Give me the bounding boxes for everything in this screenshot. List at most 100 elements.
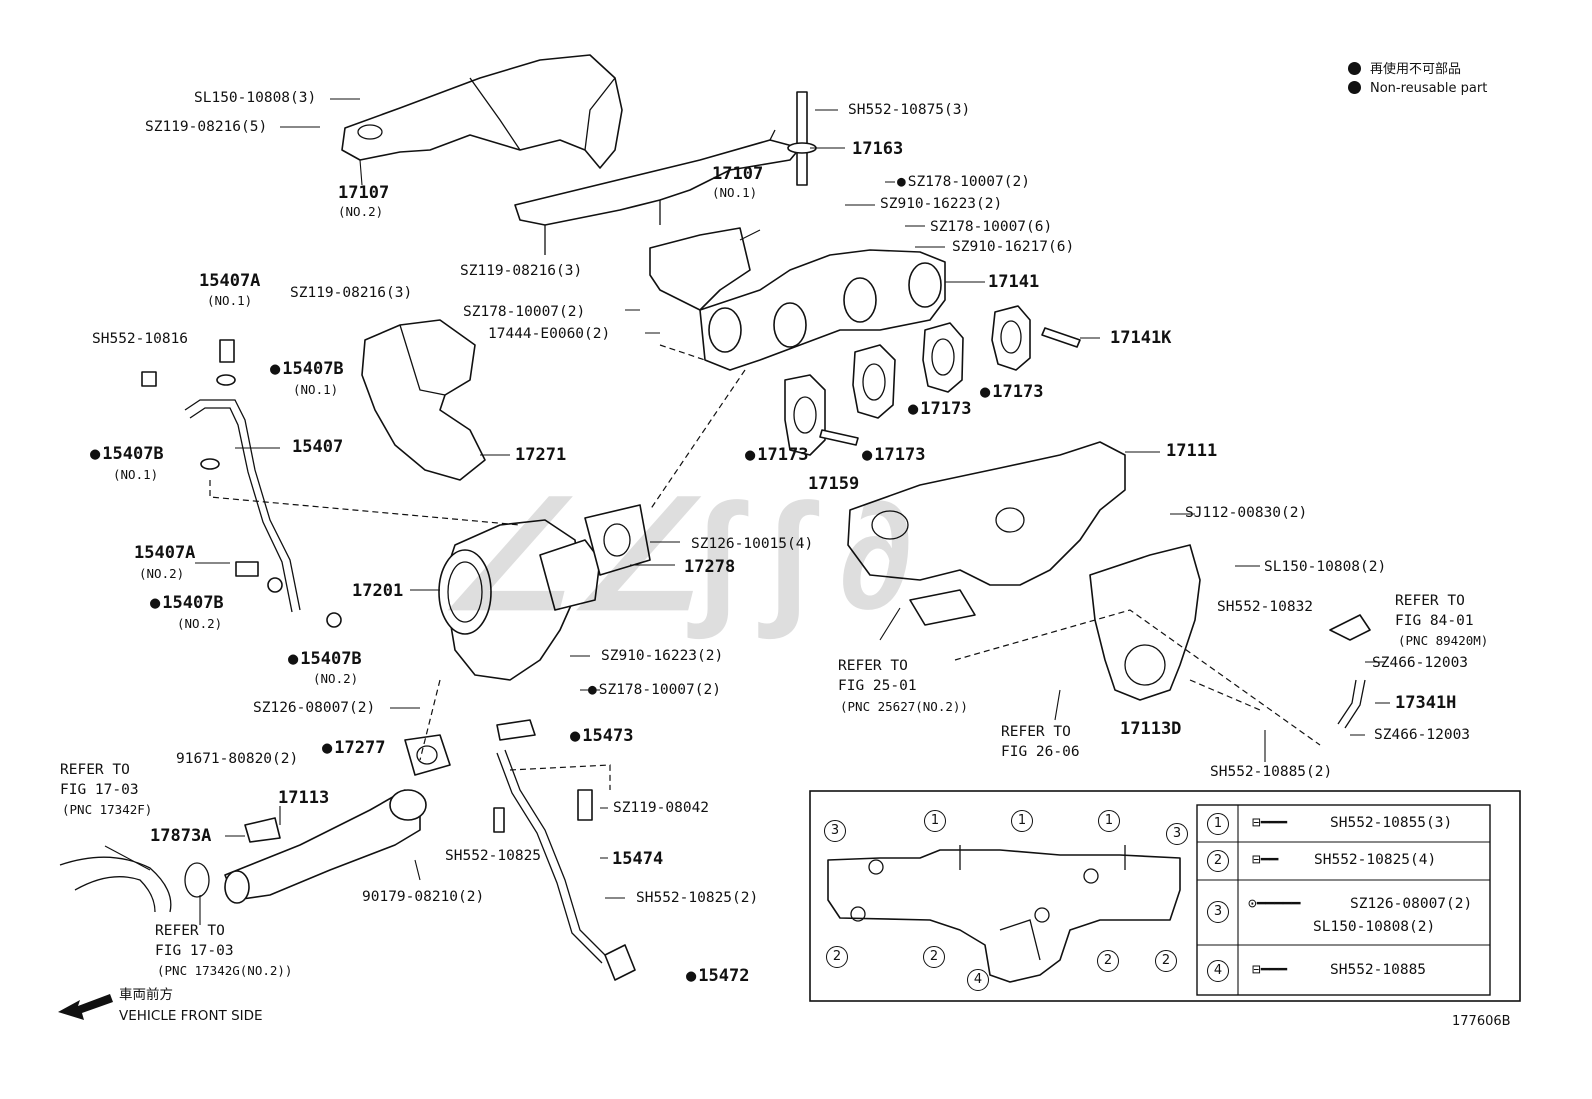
table-row-part: SH552-10885: [1330, 962, 1427, 978]
label-sz119-08216-3-b: SZ119-08216(3): [290, 285, 413, 301]
vehicle-front-jp: 車両前方: [119, 987, 173, 1003]
exhaust-pipe-17113: [224, 789, 421, 901]
label-17107-no2: 17107: [338, 183, 390, 203]
label-15407a-no2-sub: (NO.2): [139, 566, 185, 581]
filled-dot-icon: [1348, 81, 1361, 94]
label-fig-84-01: FIG 84-01: [1395, 613, 1474, 629]
inset-callout-4: 4: [967, 969, 989, 991]
label-sh552-10885-2: SH552-10885(2): [1210, 764, 1333, 780]
heat-insulator-no2: [341, 54, 623, 169]
label-17173-c: 17173: [908, 400, 971, 418]
stud-icon: ⊙━━━━━: [1248, 896, 1301, 912]
label-15407a-no2: 15407A: [134, 543, 196, 563]
insulator-17271: [361, 319, 486, 481]
label-15407b-no1-a-sub: (NO.1): [293, 382, 339, 397]
label-15407b-no2-b: 15407B: [288, 650, 361, 668]
exhaust-manifold: [699, 249, 946, 371]
label-15472: 15472: [686, 967, 749, 985]
label-15407: 15407: [292, 437, 344, 457]
label-sz178-10007-2-c: SZ178-10007(2): [588, 682, 721, 698]
label-17444-e0060-2: 17444-E0060(2): [488, 326, 611, 342]
legend-non-reusable-jp: 再使用不可部品: [1348, 58, 1461, 77]
table-row-part: SZ126-08007(2): [1350, 896, 1473, 912]
label-sz178-10007-6: SZ178-10007(6): [930, 219, 1053, 235]
inset-callout-1: 1: [924, 810, 946, 832]
label-sz126-08007-2: SZ126-08007(2): [253, 700, 376, 716]
inset-callout-3: 3: [824, 820, 846, 842]
bolt-icon: ⊟━━: [1252, 852, 1279, 868]
label-refer-to-84: REFER TO: [1395, 593, 1465, 609]
label-17873a: 17873A: [150, 826, 212, 846]
exhaust-manifold-17111: [847, 441, 1126, 586]
label-sl150-10808-2: SL150-10808(2): [1264, 559, 1387, 575]
label-15473: 15473: [570, 727, 633, 745]
label-sh552-10825: SH552-10825: [445, 848, 542, 864]
label-17111: 17111: [1166, 441, 1218, 461]
label-15474: 15474: [612, 849, 664, 869]
gasket-17173-b: [852, 344, 896, 419]
label-17173-d: 17173: [980, 383, 1043, 401]
label-sz466-12003-b: SZ466-12003: [1374, 727, 1471, 743]
label-sh552-10832: SH552-10832: [1217, 599, 1314, 615]
vehicle-front-en: VEHICLE FRONT SIDE: [119, 1008, 263, 1024]
label-sz910-16217-6: SZ910-16217(6): [952, 239, 1075, 255]
inset-callout-1: 1: [1098, 810, 1120, 832]
label-sz178-10007-2-b: SZ178-10007(2): [463, 304, 586, 320]
label-15407b-no1-b-sub: (NO.1): [113, 467, 159, 482]
oil-return-15474: [504, 749, 611, 961]
vehicle-front-arrow: [58, 994, 113, 1020]
bolt-icon: ⊟━━━: [1252, 815, 1287, 831]
label-17113: 17113: [278, 788, 330, 808]
label-17341h: 17341H: [1395, 693, 1457, 713]
bolt-icon: ⊟━━━: [1252, 962, 1287, 978]
gasket-17173-a: [784, 374, 826, 456]
label-sz119-08042: SZ119-08042: [613, 800, 710, 816]
inset-callout-3: 3: [1166, 823, 1188, 845]
table-row-num: 3: [1207, 901, 1229, 923]
label-17278: 17278: [684, 557, 736, 577]
label-15407b-no1-a: 15407B: [270, 360, 343, 378]
figure-id: 177606B: [1452, 1014, 1511, 1029]
label-pnc-25627: (PNC 25627(NO.2)): [840, 699, 968, 714]
label-no2: (NO.2): [338, 204, 384, 219]
gasket-17277: [404, 734, 451, 776]
table-row-part: SH552-10825(4): [1314, 852, 1437, 868]
label-refer-to-17-03-b: REFER TO: [155, 923, 225, 939]
label-sz178-10007-2: SZ178-10007(2): [897, 174, 1030, 190]
label-sz910-16223-2-b: SZ910-16223(2): [601, 648, 724, 664]
legend-non-reusable-en: Non-reusable part: [1348, 81, 1487, 96]
inset-callout-2: 2: [826, 946, 848, 968]
label-17141k: 17141K: [1110, 328, 1172, 348]
label-90179-08210-2: 90179-08210(2): [362, 889, 485, 905]
label-17201: 17201: [352, 581, 404, 601]
label-15407a-no1: 15407A: [199, 271, 261, 291]
label-no1: (NO.1): [712, 185, 758, 200]
label-sz126-10015-4: SZ126-10015(4): [691, 536, 814, 552]
turbine-outlet-17113D: [1089, 544, 1201, 701]
label-refer-to-25: REFER TO: [838, 658, 908, 674]
table-row-num: 1: [1207, 813, 1229, 835]
label-pnc-17342f: (PNC 17342F): [62, 802, 153, 817]
label-sz119-08216-5: SZ119-08216(5): [145, 119, 268, 135]
label-fig-25-01: FIG 25-01: [838, 678, 917, 694]
label-sh552-10825-2: SH552-10825(2): [636, 890, 759, 906]
inset-callout-1: 1: [1011, 810, 1033, 832]
inset-callout-2: 2: [1097, 950, 1119, 972]
inset-callout-2: 2: [1155, 950, 1177, 972]
label-15407b-no2-a-sub: (NO.2): [177, 616, 223, 631]
table-row-num: 2: [1207, 850, 1229, 872]
label-17173-b: 17173: [862, 446, 925, 464]
label-fig-17-03-b: FIG 17-03: [155, 943, 234, 959]
gasket-17173-c: [922, 322, 964, 393]
heat-insulator-bracket: [514, 139, 801, 226]
label-17141: 17141: [988, 272, 1040, 292]
label-17113d: 17113D: [1120, 719, 1182, 739]
table-row-num: 4: [1207, 960, 1229, 982]
label-fig-26-06: FIG 26-06: [1001, 744, 1080, 760]
label-sz119-08216-3-a: SZ119-08216(3): [460, 263, 583, 279]
label-17173-a: 17173: [745, 446, 808, 464]
label-15407b-no2-b-sub: (NO.2): [313, 671, 359, 686]
gasket-17173-d: [991, 305, 1031, 371]
